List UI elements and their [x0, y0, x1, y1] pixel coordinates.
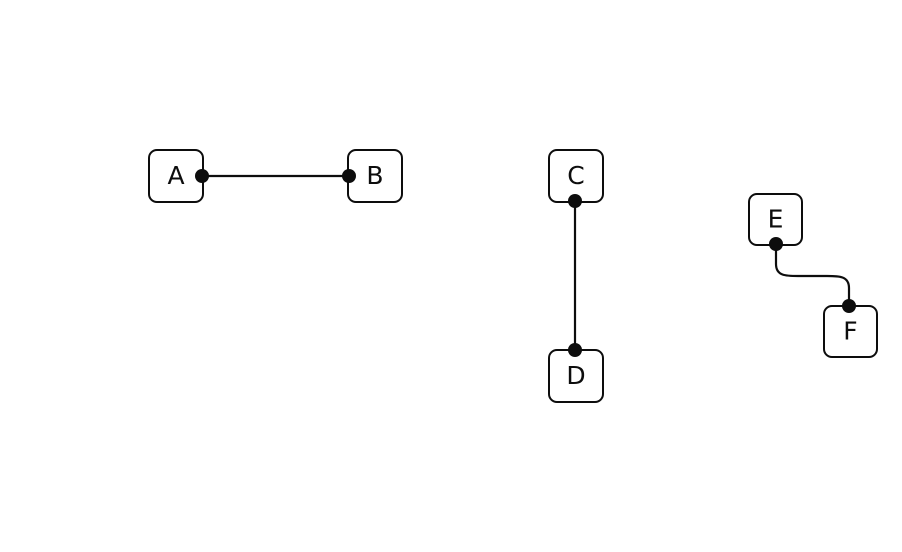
- node-a-label: A: [167, 161, 184, 190]
- node-d-port-top-dot[interactable]: [568, 343, 582, 357]
- node-a-port-right-dot[interactable]: [195, 169, 209, 183]
- node-b-port-left-dot[interactable]: [342, 169, 356, 183]
- node-layer: A B C D E: [148, 149, 878, 403]
- node-d[interactable]: D: [548, 343, 604, 403]
- node-b-label: B: [366, 161, 383, 190]
- node-f-port-top-dot[interactable]: [842, 299, 856, 313]
- edge-e-f[interactable]: [774, 242, 851, 308]
- node-c-port-bottom-dot[interactable]: [568, 194, 582, 208]
- node-d-label: D: [566, 361, 585, 390]
- node-e-port-bottom-dot[interactable]: [769, 237, 783, 251]
- node-e-label: E: [768, 205, 784, 234]
- node-c-label: C: [567, 161, 584, 190]
- node-e[interactable]: E: [748, 193, 803, 251]
- node-f[interactable]: F: [823, 299, 878, 358]
- node-c[interactable]: C: [548, 149, 604, 208]
- node-b[interactable]: B: [342, 149, 403, 203]
- edge-layer: [200, 174, 851, 352]
- node-a[interactable]: A: [148, 149, 209, 203]
- node-f-label: F: [843, 317, 857, 346]
